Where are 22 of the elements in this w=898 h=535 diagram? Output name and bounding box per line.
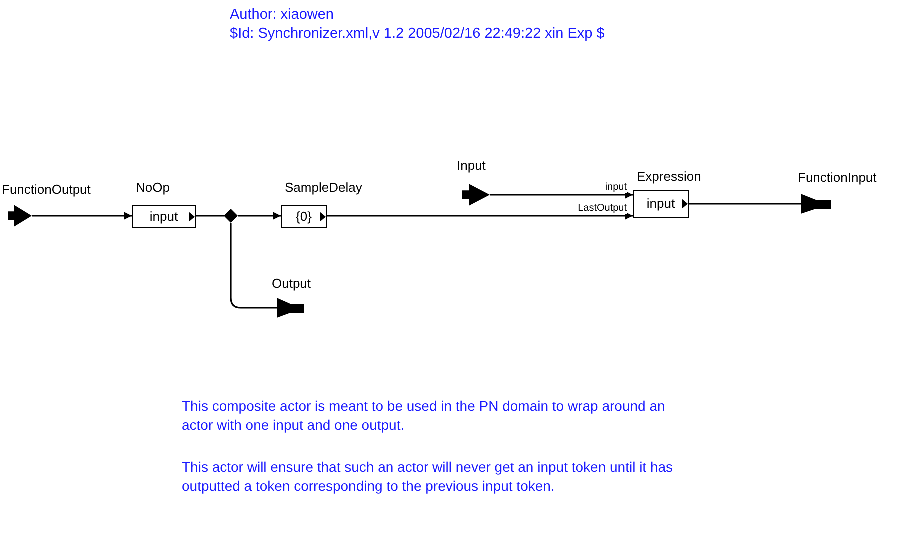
annotation-text: $Id: Synchronizer.xml,v 1.2 2005/02/16 22:49:22 xin Exp $ [230, 25, 606, 44]
port-name: Input [457, 158, 486, 173]
actor-name: SampleDelay [285, 180, 362, 195]
actor-name: Expression [637, 169, 702, 184]
relation-diamond [224, 209, 238, 223]
connector-arrow [238, 212, 281, 220]
connector-arrow [32, 212, 132, 220]
annotation-text: This actor will ensure that such an actor will never get an input token until it has outputted a token corresponding to the previous input token. [182, 458, 674, 496]
connector-arrow [327, 212, 633, 220]
actor-box: input [633, 190, 689, 218]
port-name: Output [272, 276, 312, 291]
actor-name: NoOp [136, 180, 170, 195]
connector-arrow [490, 191, 633, 199]
annotation-text: Author: xiaowen [230, 6, 335, 25]
edge-label: input [605, 182, 627, 193]
actor-block [130, 180, 196, 228]
port-name: FunctionOutput [2, 182, 91, 197]
port-name: FunctionInput [798, 170, 877, 185]
actor-box: {0} [281, 205, 327, 228]
annotation-text: This composite actor is meant to be used in the PN domain to wrap around an actor with one input and one output. [182, 397, 666, 435]
edge-label: LastOutput [578, 203, 627, 214]
actor-box: input [132, 205, 196, 228]
